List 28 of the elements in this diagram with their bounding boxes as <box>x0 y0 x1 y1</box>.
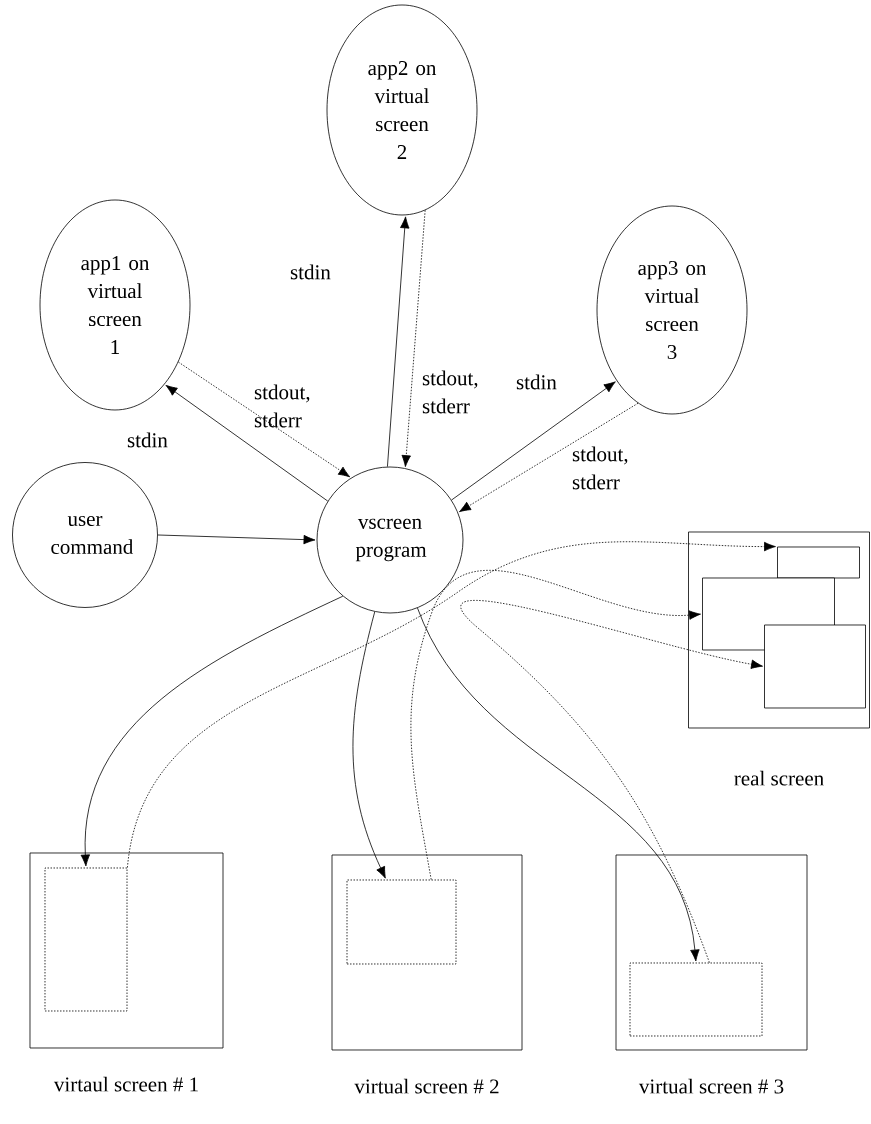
arrow <box>165 384 329 502</box>
dotted-arrow <box>127 541 776 868</box>
screen-label: virtual screen # 2 <box>354 1078 499 1094</box>
edge-label: stdin <box>127 432 168 448</box>
dotted-arrow <box>178 361 351 478</box>
edge-label: stdin <box>290 264 331 280</box>
dotted-arrow <box>410 570 701 880</box>
screen-label: real screen <box>734 770 824 786</box>
edge-label: stdout, stderr <box>422 370 478 414</box>
dotted-arrow <box>461 600 763 963</box>
screen-label: virtual screen # 3 <box>638 1078 784 1094</box>
edge-label: stdout, stderr <box>254 384 310 428</box>
arrow <box>80 595 344 867</box>
arrow <box>451 381 616 501</box>
edge-label: stdout, stderr <box>572 446 628 490</box>
viewport-box <box>44 867 128 1012</box>
dotted-arrow <box>459 402 639 513</box>
arrow <box>417 607 700 962</box>
viewport-box <box>346 879 457 965</box>
viewport-box <box>629 962 763 1037</box>
window-box <box>777 546 860 579</box>
edge-label: stdin <box>516 374 557 390</box>
arrow <box>157 534 316 545</box>
dotted-arrow <box>401 209 426 467</box>
window-box <box>764 624 866 709</box>
screen-label: virtaul screen # 1 <box>53 1076 198 1092</box>
arrow <box>387 216 410 468</box>
arrow <box>352 611 386 879</box>
